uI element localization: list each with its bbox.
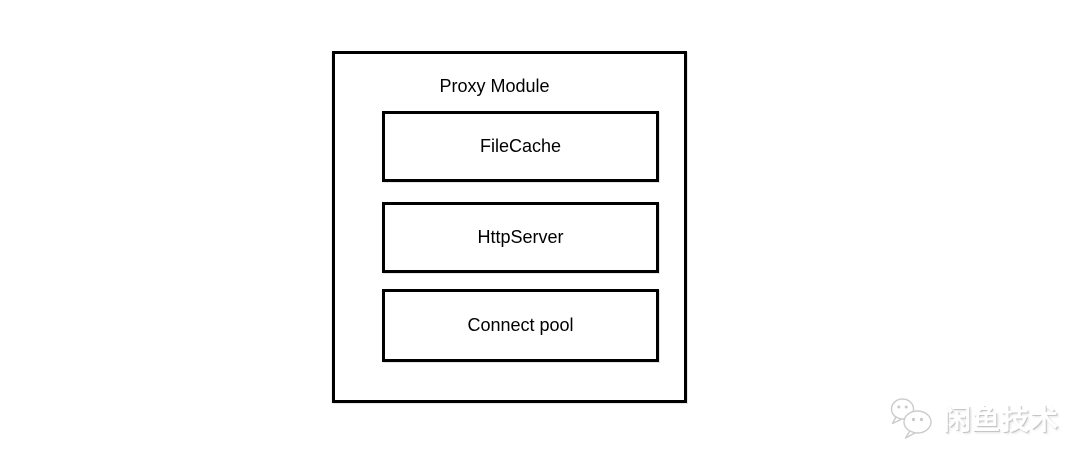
proxy-module-box: Proxy Module FileCache HttpServer Connec… bbox=[332, 51, 687, 403]
module-box-filecache: FileCache bbox=[382, 111, 659, 182]
module-label-connect-pool: Connect pool bbox=[467, 315, 574, 335]
module-box-httpserver: HttpServer bbox=[382, 202, 659, 273]
proxy-module-title: Proxy Module bbox=[439, 76, 550, 96]
module-label-httpserver: HttpServer bbox=[477, 227, 564, 247]
watermark-text: 闲鱼技术 bbox=[943, 404, 1060, 435]
wechat-bubbles-icon bbox=[890, 398, 932, 439]
watermark: 闲鱼技术 bbox=[888, 396, 1059, 440]
module-box-connect-pool: Connect pool bbox=[382, 289, 659, 362]
module-label-filecache: FileCache bbox=[479, 136, 562, 156]
